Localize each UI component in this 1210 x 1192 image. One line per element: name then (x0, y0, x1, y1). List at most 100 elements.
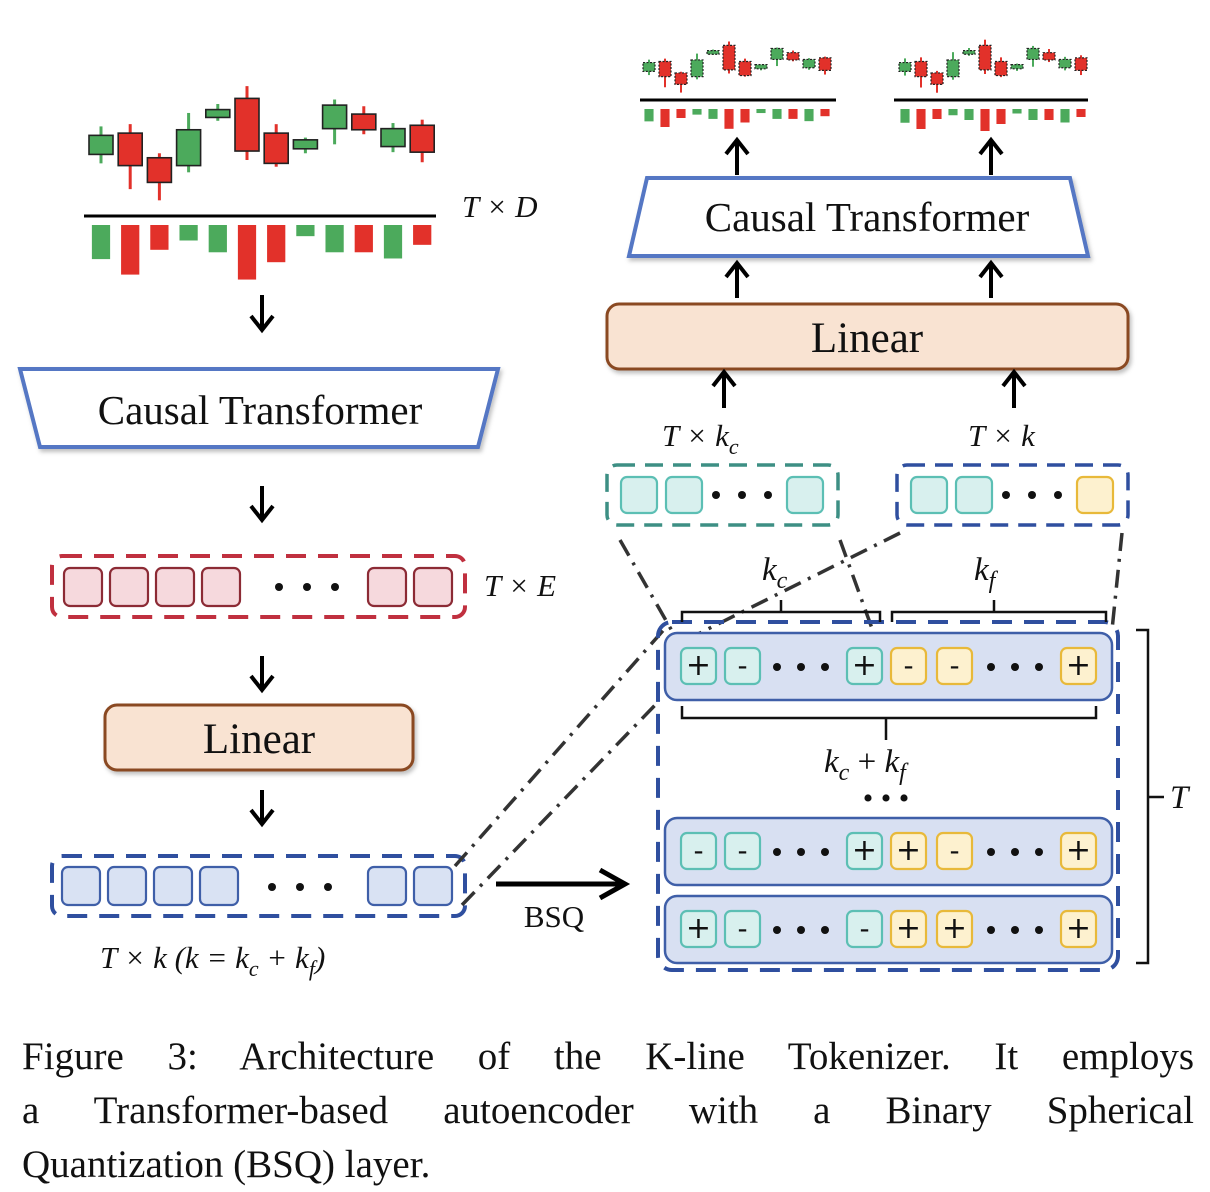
candlestick (350, 106, 377, 253)
bit-sign: + (686, 648, 711, 683)
candlestick (234, 86, 260, 280)
volume-bar (676, 109, 686, 118)
candlestick (994, 57, 1008, 124)
volume-bar (692, 109, 702, 115)
coarse-bit-token: - (723, 909, 762, 949)
volume-bar (1044, 109, 1054, 120)
candlestick (690, 53, 704, 115)
ellipsis-dot (1028, 491, 1036, 499)
candlestick (786, 50, 800, 119)
input-dimension-label: T × D (462, 189, 538, 224)
coarse-bit-token: - (679, 831, 718, 871)
candlestick (1010, 63, 1024, 114)
candle-body (146, 156, 173, 184)
latent-token (152, 865, 194, 907)
bsq-token-block (656, 620, 1120, 972)
arrow-up-icon (978, 136, 1004, 175)
bit-sign: - (737, 912, 747, 945)
candle-body (738, 60, 752, 77)
candle-body (770, 47, 784, 61)
candlestick (802, 58, 816, 122)
volume-bar (208, 225, 227, 253)
kf-label: kf (974, 552, 999, 594)
bsq-row-background (663, 894, 1114, 965)
coarse-bit-token: + (679, 909, 718, 949)
candle-body (1010, 64, 1024, 70)
ellipsis-dot (738, 491, 746, 499)
candle-body (818, 57, 832, 71)
arrow-up-icon (724, 136, 750, 175)
candle-body (674, 72, 688, 85)
bsq-label: BSQ (524, 899, 584, 934)
ellipsis-dot (1011, 926, 1019, 934)
embedding-dimension-label: T × E (484, 568, 556, 603)
candlestick (914, 57, 928, 129)
candle-body (380, 127, 406, 148)
decoder-linear-layer (605, 302, 1130, 371)
T-brace (1136, 628, 1164, 965)
ellipsis-dot (1011, 848, 1019, 856)
ellipsis-dot (303, 583, 311, 591)
candle-body (409, 124, 436, 153)
volume-bar (91, 225, 111, 260)
candle-body (658, 60, 672, 78)
candlestick (642, 59, 656, 122)
candlestick (674, 71, 688, 118)
candle-body (1074, 57, 1088, 71)
candlestick (117, 124, 143, 275)
candlestick (205, 104, 231, 253)
kc-label: kc (762, 552, 788, 594)
fine-bit-token: + (1059, 831, 1098, 871)
coarse-bit-token: + (679, 646, 718, 686)
ellipsis-dot (987, 926, 995, 934)
candlestick (898, 58, 912, 123)
ellipsis-dot (1002, 491, 1010, 499)
embedding-token (366, 566, 408, 608)
volume-bar (296, 225, 315, 237)
ellipsis-dot (1035, 663, 1043, 671)
candlestick (706, 49, 720, 119)
volume-bar (383, 225, 403, 259)
ellipsis-dot (773, 663, 781, 671)
volume-bar (1060, 109, 1070, 123)
volume-bar (179, 225, 198, 241)
volume-bar (660, 109, 670, 127)
coarse-token (909, 475, 949, 515)
candle-body (263, 132, 290, 165)
bsq-row-background (663, 631, 1114, 702)
decoder-transformer-label: Causal Transformer (705, 194, 1030, 240)
ellipsis-dot (1035, 848, 1043, 856)
candle-body (1042, 52, 1056, 61)
arrow-down-icon (249, 486, 275, 524)
ellipsis-dot (712, 491, 720, 499)
bit-sign: + (1066, 833, 1091, 868)
embedding-token (412, 566, 454, 608)
volume-bar (354, 225, 373, 253)
ellipsis-dot (331, 583, 339, 591)
ellipsis-dot (1035, 926, 1043, 934)
candlestick (292, 137, 319, 237)
candlestick (818, 56, 832, 117)
full-token-dimension-label: T × k (968, 418, 1036, 453)
latent-dimension-label: T × k (k = kc + kf) (100, 940, 325, 981)
coarse-token (619, 475, 659, 515)
latent-token (412, 865, 454, 907)
architecture-diagram: T × D Causal Transformer T × E Linear T … (17, 39, 1191, 981)
coarse-token (954, 475, 994, 515)
fine-bit-token: - (935, 831, 974, 871)
arrow-up-icon (711, 368, 737, 408)
bsq-row-background (663, 816, 1114, 887)
candlestick (946, 52, 960, 116)
arrow-up-icon (1001, 368, 1027, 408)
figure-caption: Figure 3: Architecture of the K-line Tok… (22, 1030, 1194, 1192)
encoder-linear-layer (103, 703, 415, 772)
arrow-down-icon (249, 295, 275, 334)
bit-sign: + (686, 911, 711, 946)
kc-brace (680, 600, 882, 622)
candle-body (292, 139, 319, 150)
volume-bar (772, 109, 782, 119)
candlestick (722, 41, 736, 129)
ellipsis-dot (987, 663, 995, 671)
candlestick (321, 99, 348, 253)
candle-body (786, 52, 800, 61)
